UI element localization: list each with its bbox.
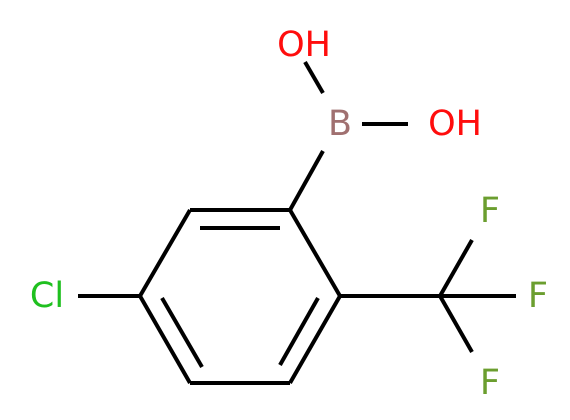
- bond-cf3-f-bottom: [438, 295, 474, 353]
- bond-c2-c3: [288, 295, 342, 384]
- bond-cf3-f-top: [438, 239, 474, 297]
- atom-fluorine-bottom: F: [480, 363, 500, 403]
- atom-chlorine: Cl: [30, 276, 64, 316]
- atom-fluorine-right: F: [528, 276, 548, 316]
- atom-fluorine-top: F: [480, 191, 500, 231]
- aromatic-inner-right: [278, 297, 320, 366]
- atom-labels: OH B OH Cl F F F: [30, 25, 548, 403]
- bond-c1-b: [288, 150, 325, 211]
- bond-c4-c5: [138, 295, 192, 384]
- bond-c1-c2: [288, 208, 342, 298]
- atom-oh-top: OH: [277, 25, 331, 65]
- atom-oh-right: OH: [428, 104, 482, 144]
- aromatic-inner-left: [160, 296, 204, 369]
- atom-boron: B: [328, 104, 352, 144]
- bond-b-oh-top: [303, 60, 325, 95]
- bond-lines: [78, 60, 516, 385]
- bond-c5-c6: [138, 208, 192, 298]
